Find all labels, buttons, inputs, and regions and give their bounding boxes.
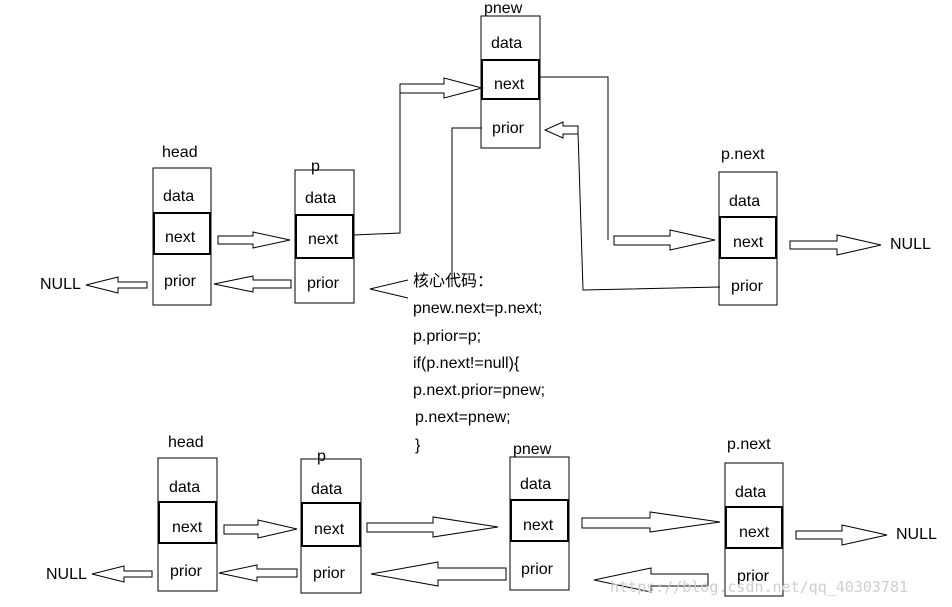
top-line-pnew-next (540, 76, 609, 240)
top-pnew-label: pnew (484, 0, 523, 17)
bottom-arrow-pnew-to-pnext (581, 511, 721, 533)
top-head-next: next (165, 229, 196, 246)
bottom-arrow-pnext-to-null (795, 524, 888, 546)
bottom-arrow-p-to-pnew (366, 516, 499, 538)
top-null-right: NULL (890, 236, 931, 253)
bottom-head-data: data (169, 479, 200, 496)
bottom-p-data: data (311, 481, 342, 498)
top-null-left: NULL (40, 276, 81, 293)
top-pnext-next: next (733, 234, 764, 251)
code-line: if(p.next!=null){ (413, 355, 520, 372)
bottom-arrow-pnext-to-pnew (593, 567, 709, 593)
top-arrow-to-pnew-prior (543, 121, 579, 139)
code-line: } (415, 437, 421, 454)
bottom-pnext-label: p.next (727, 436, 771, 453)
top-pnext-prior: prior (731, 278, 764, 295)
core-code-block: 核心代码： pnew.next=p.next; p.prior=p; if(p.… (413, 272, 545, 454)
code-line: p.prior=p; (413, 328, 481, 345)
top-line-pnew-prior (451, 127, 482, 287)
bottom-arrow-head-to-p (223, 519, 298, 539)
bottom-arrow-p-to-head (218, 564, 298, 582)
bottom-arrow-head-to-null (91, 565, 153, 583)
top-p-prior: prior (307, 275, 340, 292)
top-arrow-to-p-prior (369, 279, 409, 299)
bottom-null-right: NULL (896, 526, 937, 543)
top-p-next: next (308, 231, 339, 248)
top-pnext-data: data (729, 193, 760, 210)
bottom-p-prior: prior (313, 565, 346, 582)
bottom-pnew-prior: prior (521, 561, 554, 578)
bottom-pnext-prior: prior (737, 568, 770, 585)
code-line: pnew.next=p.next; (413, 300, 542, 317)
bottom-head-prior: prior (170, 563, 203, 580)
top-arrow-to-pnew (399, 77, 484, 99)
top-p-node: p data next prior (294, 158, 355, 304)
bottom-head-next: next (172, 519, 203, 536)
bottom-null-left: NULL (46, 566, 87, 583)
top-p-label: p (311, 158, 320, 175)
bottom-p-node: p data next prior (300, 448, 362, 594)
top-pnew-next: next (494, 76, 525, 93)
bottom-p-next: next (314, 521, 345, 538)
top-line-pnext-prior (577, 131, 721, 291)
top-head-node: head data next prior (152, 144, 212, 306)
top-arrow-head-to-p (217, 231, 291, 249)
top-pnew-node: pnew data next prior (480, 0, 541, 149)
top-pnew-prior: prior (492, 120, 525, 137)
code-line: p.next.prior=pnew; (413, 382, 545, 399)
top-pnext-node: p.next data next prior (718, 146, 778, 306)
bottom-pnext-node: p.next data next prior (724, 436, 784, 597)
bottom-arrow-pnew-to-p (370, 561, 507, 587)
top-head-label: head (162, 144, 198, 161)
bottom-p-label: p (317, 448, 326, 465)
top-arrow-to-pnext (613, 229, 716, 251)
bottom-pnew-next: next (523, 517, 554, 534)
code-title: 核心代码： (413, 272, 493, 290)
bottom-pnew-label: pnew (513, 441, 552, 458)
bottom-pnew-node: pnew data next prior (509, 441, 570, 591)
top-arrow-pnext-to-null (789, 234, 882, 256)
bottom-pnew-data: data (520, 476, 551, 493)
top-pnext-label: p.next (721, 146, 765, 163)
top-line-p-next-to-pnew (353, 88, 401, 236)
top-p-data: data (305, 190, 336, 207)
top-pnew-data: data (491, 35, 522, 52)
top-head-prior: prior (164, 273, 197, 290)
top-arrow-p-to-head (213, 275, 292, 293)
bottom-pnext-data: data (735, 484, 766, 501)
bottom-head-node: head data next prior (157, 434, 218, 592)
bottom-head-label: head (168, 434, 204, 451)
watermark-text: https://blog.csdn.net/qq_40303781 (610, 578, 908, 596)
top-arrow-head-to-null (85, 276, 148, 294)
code-line: p.next=pnew; (415, 409, 511, 426)
top-head-data: data (163, 188, 194, 205)
bottom-pnext-next: next (739, 524, 770, 541)
